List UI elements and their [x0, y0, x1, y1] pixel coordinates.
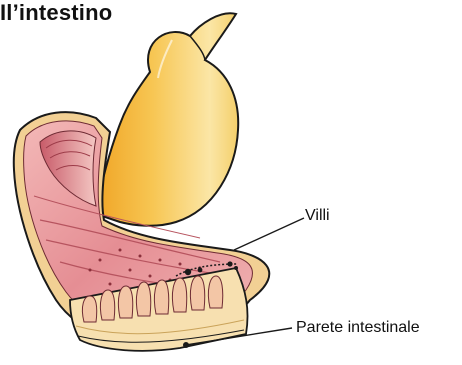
intestine-tube [96, 13, 238, 225]
label-parete-intestinale: Parete intestinale [296, 320, 420, 336]
label-villi: Villi [305, 208, 330, 224]
villi-leader-line [234, 218, 304, 250]
